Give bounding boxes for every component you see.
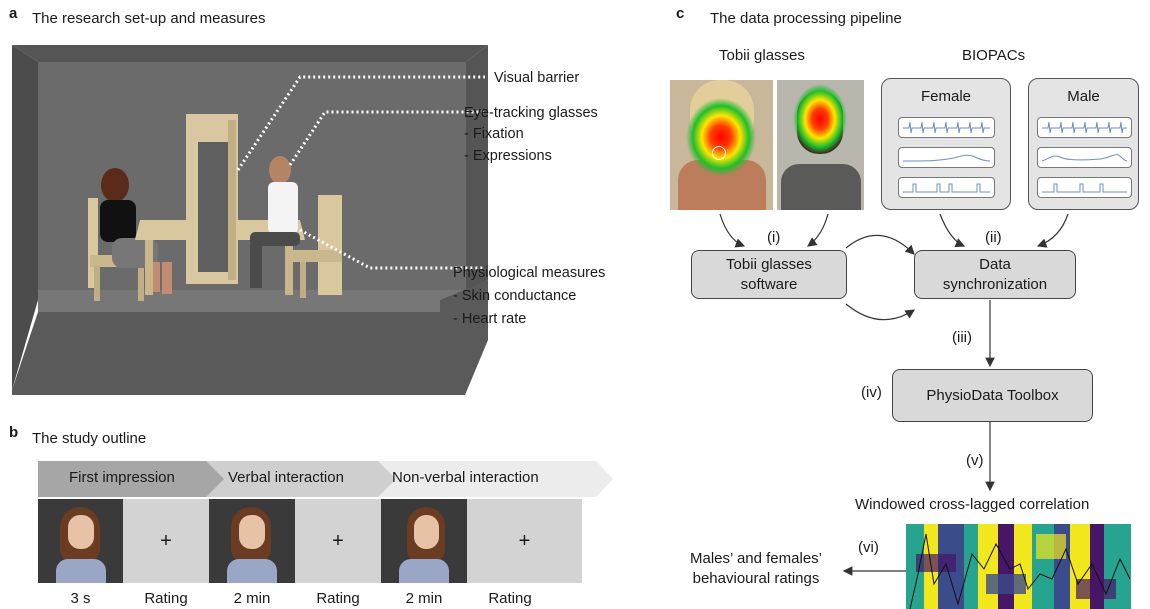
fixation-cross: + <box>160 529 172 552</box>
arrow-sync-to-software-bottom <box>845 303 916 321</box>
fixation-cell-1: + <box>123 499 209 583</box>
phase-arrow-3 <box>378 461 613 497</box>
room-floor <box>38 290 466 312</box>
arrow-photo1-to-software <box>719 213 746 248</box>
study-phase-arrows <box>38 461 613 497</box>
label-heart-rate: - Heart rate <box>453 311 527 327</box>
step-v: (v) <box>966 452 984 469</box>
sync-line2: synchronization <box>942 275 1048 293</box>
panel-b-title: The study outline <box>32 430 147 447</box>
tobii-software-line1: Tobii glasses <box>726 255 812 273</box>
gaze-heatmap <box>686 98 756 176</box>
pipeline-arrows <box>719 213 1069 576</box>
physiodata-toolbox-box: PhysioData Toolbox <box>892 369 1093 422</box>
eye-tracking-photo-male <box>777 80 864 210</box>
label-expressions: - Expressions <box>464 148 552 164</box>
step-vi: (vi) <box>858 539 879 556</box>
label-fixation: - Fixation <box>464 126 524 142</box>
fixation-cell-2: + <box>295 499 381 583</box>
sequence-row: + + + <box>38 499 582 583</box>
arrow-male-to-sync <box>1036 213 1069 248</box>
ecg-signal <box>1037 117 1132 138</box>
eye-tracking-photo-female <box>670 80 773 210</box>
label-visual-barrier: Visual barrier <box>494 70 580 86</box>
event-marker-signal <box>1037 177 1132 198</box>
tobii-software-box: Tobii glasses software <box>691 250 847 299</box>
step-i: (i) <box>767 229 781 246</box>
phase-arrow-1 <box>38 461 224 497</box>
wclc-heatmap <box>906 524 1131 609</box>
male-participant-figure <box>250 156 300 288</box>
label-eye-tracking: Eye-tracking glasses <box>464 105 598 121</box>
ecg-signal <box>898 117 995 138</box>
leader-visual-barrier <box>236 75 485 171</box>
room-left-wall <box>12 45 38 390</box>
biopac-male-label: Male <box>1067 88 1100 105</box>
leader-physio <box>299 228 485 270</box>
biopacs-label: BIOPACs <box>962 47 1026 64</box>
ratings-line1: Males’ and females’ <box>689 550 822 567</box>
skin-conductance-signal <box>898 147 995 168</box>
tobii-glasses-label: Tobii glasses <box>719 47 805 64</box>
arrow-software-to-sync-top <box>845 234 915 255</box>
panel-a-title: The research set-up and measures <box>32 10 266 27</box>
fixation-cross: + <box>518 529 531 552</box>
data-synchronization-box: Data synchronization <box>914 250 1076 299</box>
duration-2min-1: 2 min <box>233 590 271 607</box>
phase-arrow-2 <box>206 461 396 497</box>
wclc-title: Windowed cross-lagged correlation <box>855 496 1090 513</box>
gaze-heatmap <box>793 84 847 154</box>
duration-3s: 3 s <box>70 590 91 607</box>
ratings-label: Males’ and females’ behavioural ratings <box>676 549 836 589</box>
duration-rating-2: Rating <box>316 590 360 607</box>
stimulus-face-photo-2 <box>209 499 295 583</box>
room-right-wall <box>466 45 488 290</box>
ratings-line2: behavioural ratings <box>692 570 820 587</box>
visual-barrier <box>186 114 238 284</box>
sync-line1: Data <box>979 255 1011 273</box>
physiodata-toolbox-label: PhysioData Toolbox <box>926 386 1059 404</box>
phase-first-impression: First impression <box>69 469 175 486</box>
step-ii: (ii) <box>985 229 1002 246</box>
duration-2min-2: 2 min <box>405 590 443 607</box>
fixation-cell-3: + <box>467 499 582 583</box>
phase-nonverbal-interaction: Non-verbal interaction <box>392 469 539 486</box>
event-marker-signal <box>898 177 995 198</box>
panel-a-letter: a <box>9 5 18 22</box>
gaze-point <box>712 146 726 160</box>
label-physio: Physiological measures <box>453 265 606 281</box>
panel-c-title: The data processing pipeline <box>710 10 902 27</box>
biopac-male-box: Male <box>1028 78 1139 210</box>
chair-right <box>318 195 342 295</box>
research-setup-illustration <box>12 45 488 395</box>
fixation-cross: + <box>332 529 344 552</box>
phase-verbal-interaction: Verbal interaction <box>228 469 344 486</box>
duration-rating-1: Rating <box>144 590 188 607</box>
step-iv: (iv) <box>861 384 882 401</box>
duration-rating-3: Rating <box>488 590 532 607</box>
stimulus-face-photo-3 <box>381 499 467 583</box>
panel-c-letter: c <box>676 5 685 22</box>
biopac-female-label: Female <box>920 88 972 105</box>
panel-b-letter: b <box>9 424 19 441</box>
chair-left <box>88 198 98 288</box>
biopac-female-box: Female <box>881 78 1011 210</box>
room-front-wall <box>12 280 488 395</box>
room-top-edge <box>12 45 488 62</box>
step-iii: (iii) <box>952 329 972 346</box>
stimulus-face-photo-1 <box>38 499 123 583</box>
skin-conductance-signal <box>1037 147 1132 168</box>
arrow-photo2-to-software <box>807 213 829 247</box>
leader-eye-tracking <box>288 110 485 166</box>
tobii-software-line2: software <box>740 275 798 293</box>
label-skin-conductance: - Skin conductance <box>453 288 577 304</box>
arrow-female-to-sync <box>939 213 966 248</box>
